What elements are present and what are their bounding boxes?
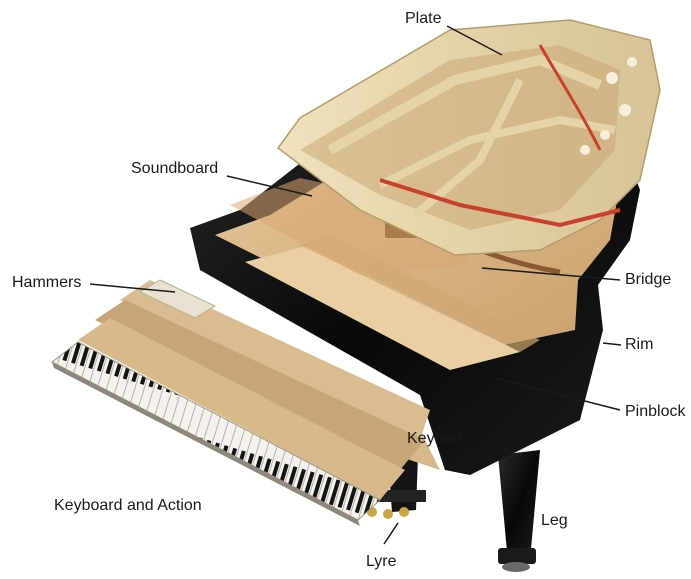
label-bridge: Bridge (625, 271, 671, 289)
label-leg: Leg (541, 512, 568, 530)
rim-leader (603, 343, 621, 345)
lyre-leader (384, 523, 398, 544)
label-keyboard-and-action: Keyboard and Action (54, 497, 202, 515)
label-lyre: Lyre (366, 553, 397, 571)
label-soundboard: Soundboard (131, 160, 218, 178)
label-keybed: Keybed (407, 430, 461, 448)
label-plate: Plate (405, 10, 441, 28)
leg (498, 450, 540, 572)
label-pinblock: Pinblock (625, 403, 685, 421)
label-hammers: Hammers (12, 274, 81, 292)
label-rim: Rim (625, 336, 653, 354)
